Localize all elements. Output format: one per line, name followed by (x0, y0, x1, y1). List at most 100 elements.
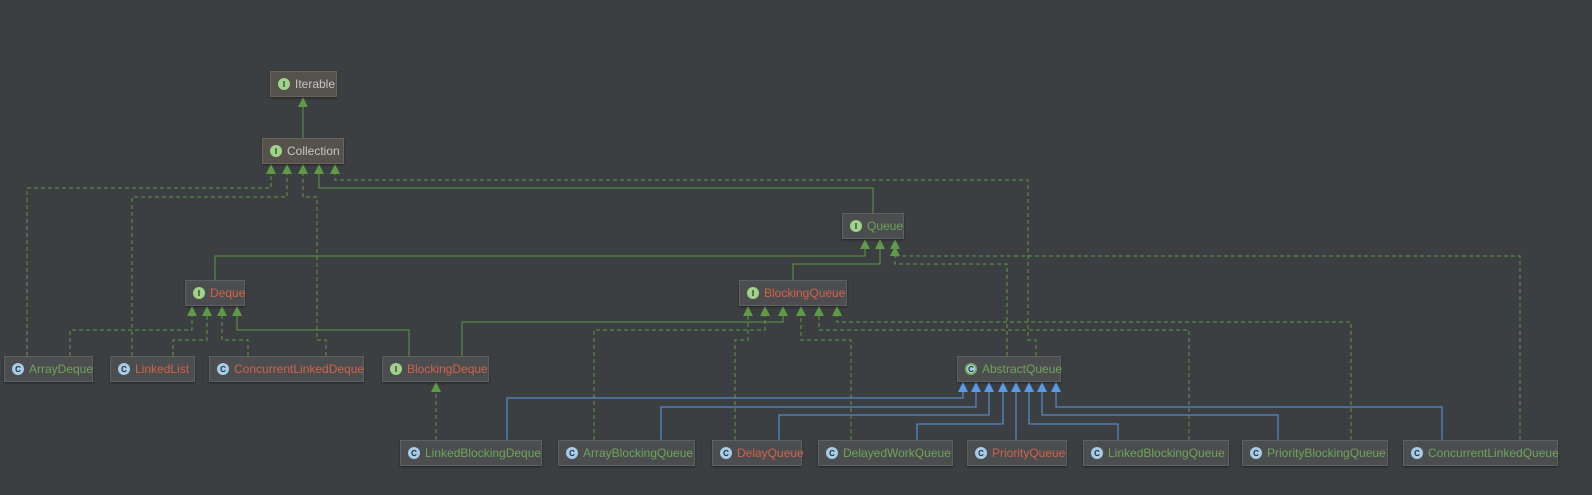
arrowhead-queue-to-collection (314, 164, 324, 174)
node-concurrentlinkeddeque[interactable]: C ConcurrentLinkedDeque (209, 356, 364, 382)
node-priorityblockingqueue[interactable]: C PriorityBlockingQueue (1242, 440, 1388, 466)
node-priorityqueue[interactable]: C PriorityQueue (967, 440, 1067, 466)
class-icon: C (1250, 447, 1262, 459)
node-iterable[interactable]: I Iterable (270, 71, 337, 97)
edge-linkedlist-to-deque (172, 315, 208, 356)
node-linkedblockingqueue[interactable]: C LinkedBlockingQueue (1083, 440, 1229, 466)
arrowhead-linkedlist-to-deque (202, 306, 212, 316)
edge-linkedblockingqueue-to-blockingqueue (818, 315, 1190, 440)
class-icon: C (217, 363, 229, 375)
arrowhead-blockingdeque-to-blockingqueue (778, 306, 788, 316)
edge-deque-to-queue (214, 248, 866, 280)
node-label: DelayedWorkQueue (843, 446, 951, 460)
arrowhead-linkedblockingqueue-to-blockingqueue (814, 306, 824, 316)
node-label: LinkedList (135, 362, 190, 376)
arrowhead-abstractqueue-to-collection (330, 164, 340, 174)
node-deque[interactable]: I Deque (185, 280, 245, 306)
node-label: Collection (287, 144, 340, 158)
node-arraydeque[interactable]: C ArrayDeque (4, 356, 93, 382)
abstract-class-icon: C (965, 363, 977, 375)
arrowhead-linkedblockingdeque-to-blockingdeque (431, 382, 441, 392)
node-collection[interactable]: I Collection (262, 138, 344, 164)
edge-linkedblockingqueue-to-abstractqueue (1028, 391, 1119, 440)
node-label: ArrayDeque (29, 362, 94, 376)
edge-arraydeque-to-deque (69, 315, 193, 356)
node-label: LinkedBlockingDeque (425, 446, 542, 460)
arrowhead-arrayblockingqueue-to-blockingqueue (760, 306, 770, 316)
arrowhead-delayqueue-to-blockingqueue (743, 306, 753, 316)
node-label: ArrayBlockingQueue (583, 446, 694, 460)
node-label: ConcurrentLinkedQueue (1428, 446, 1559, 460)
edge-blockingdeque-to-blockingqueue (461, 315, 784, 356)
node-label: Deque (210, 286, 246, 300)
arrowhead-blockingqueue-to-queue (875, 239, 885, 249)
arrowhead-delayqueue-to-abstractqueue (984, 382, 994, 392)
arrowhead-blockingdeque-to-deque (232, 306, 242, 316)
edge-delayedworkqueue-to-abstractqueue (916, 391, 1004, 440)
arrowhead-linkedblockingqueue-to-abstractqueue (1024, 382, 1034, 392)
class-icon: C (12, 363, 24, 375)
arrowhead-priorityblockingqueue-to-abstractqueue (1037, 382, 1047, 392)
arrowhead-abstractqueue-to-queue (890, 239, 900, 249)
class-icon: C (566, 447, 578, 459)
node-concurrentlinkedqueue[interactable]: C ConcurrentLinkedQueue (1403, 440, 1559, 466)
class-icon: C (1091, 447, 1103, 459)
class-icon: C (975, 447, 987, 459)
node-label: LinkedBlockingQueue (1108, 446, 1225, 460)
node-label: BlockingDeque (407, 362, 488, 376)
arrowhead-concurrentlinkeddeque-to-collection (298, 164, 308, 174)
arrowhead-delayedworkqueue-to-blockingqueue (796, 306, 806, 316)
arrowhead-arraydeque-to-collection (266, 164, 276, 174)
node-linkedblockingdeque[interactable]: C LinkedBlockingDeque (400, 440, 542, 466)
node-label: PriorityQueue (992, 446, 1066, 460)
arrowhead-collection-to-iterable (298, 97, 308, 107)
arrowhead-arrayblockingqueue-to-abstractqueue (971, 382, 981, 392)
edge-linkedlist-to-collection (131, 173, 288, 356)
edge-arraydeque-to-collection (26, 173, 272, 356)
edge-abstractqueue-to-queue (894, 248, 1008, 356)
class-icon: C (1411, 447, 1423, 459)
class-icon: C (408, 447, 420, 459)
node-delayqueue[interactable]: C DelayQueue (712, 440, 804, 466)
arrowhead-concurrentlinkeddeque-to-deque (217, 306, 227, 316)
node-arrayblockingqueue[interactable]: C ArrayBlockingQueue (558, 440, 695, 466)
edge-concurrentlinkedqueue-to-abstractqueue (1055, 391, 1443, 440)
edge-abstractqueue-to-collection (334, 173, 1037, 356)
edge-concurrentlinkeddeque-to-deque (221, 315, 249, 356)
node-label: ConcurrentLinkedDeque (234, 362, 365, 376)
interface-icon: I (278, 78, 290, 90)
arrowhead-linkedlist-to-collection (282, 164, 292, 174)
arrowhead-delayedworkqueue-to-abstractqueue (998, 382, 1008, 392)
edge-delayqueue-to-blockingqueue (734, 315, 749, 440)
edge-priorityblockingqueue-to-abstractqueue (1041, 391, 1279, 440)
class-icon: C (720, 447, 732, 459)
node-queue[interactable]: I Queue (842, 213, 904, 239)
interface-icon: I (270, 145, 282, 157)
edge-priorityblockingqueue-to-blockingqueue (836, 315, 1352, 440)
node-label: Queue (867, 219, 904, 233)
arrowhead-linkedblockingdeque-to-abstractqueue (958, 382, 968, 392)
edge-delayedworkqueue-to-blockingqueue (800, 315, 852, 440)
interface-icon: I (850, 220, 862, 232)
node-label: PriorityBlockingQueue (1267, 446, 1386, 460)
node-label: DelayQueue (737, 446, 804, 460)
edge-concurrentlinkeddeque-to-collection (302, 173, 327, 356)
edge-arrayblockingqueue-to-blockingqueue (593, 315, 766, 440)
interface-icon: I (747, 287, 759, 299)
arrowhead-priorityqueue-to-abstractqueue (1011, 382, 1021, 392)
arrowhead-deque-to-queue (860, 239, 870, 249)
arrowhead-concurrentlinkedqueue-to-abstractqueue (1051, 382, 1061, 392)
edge-blockingqueue-to-queue (792, 248, 881, 280)
node-label: Iterable (295, 77, 336, 91)
arrowhead-priorityblockingqueue-to-blockingqueue (832, 306, 842, 316)
edge-queue-to-collection (318, 173, 874, 213)
arrowhead-arraydeque-to-deque (187, 306, 197, 316)
interface-icon: I (193, 287, 205, 299)
